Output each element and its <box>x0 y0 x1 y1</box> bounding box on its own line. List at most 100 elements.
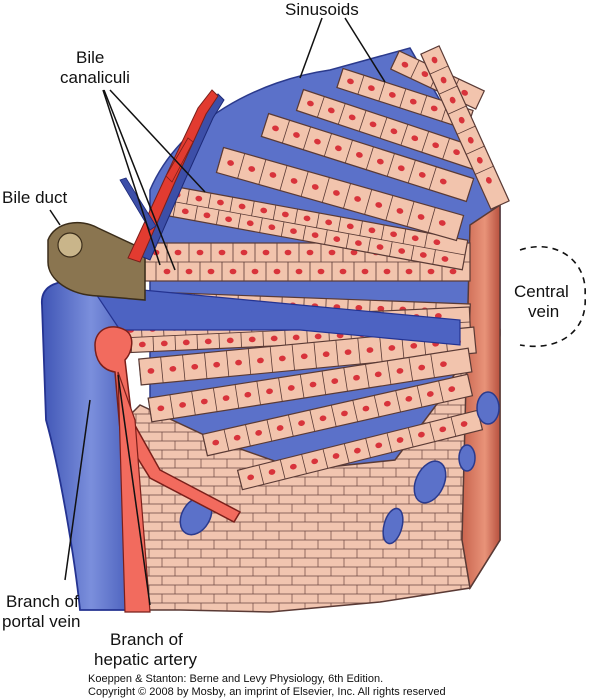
cell-wall <box>299 374 305 399</box>
hepatocyte-nucleus <box>191 363 199 370</box>
cell-wall <box>430 353 435 378</box>
hepatocyte-nucleus <box>260 207 268 214</box>
cell-wall <box>429 65 449 75</box>
hepatocyte-nucleus <box>233 434 241 441</box>
label-sinusoids: Sinusoids <box>285 0 359 19</box>
small-venule-branch <box>119 177 157 231</box>
cell-wall <box>182 354 186 381</box>
hepatocyte-nucleus <box>257 357 264 364</box>
cell-wall <box>365 438 371 458</box>
hepatocyte-nucleus <box>311 232 319 238</box>
hepatocyte-nucleus <box>419 252 427 258</box>
cell-wall <box>379 336 383 362</box>
hepatocyte-nucleus <box>355 240 362 246</box>
hepatocyte-nucleus <box>332 453 340 459</box>
cell-wall <box>395 390 401 413</box>
hepatocyte-nucleus <box>212 439 220 446</box>
hepatocyte-nucleus <box>346 223 354 230</box>
hepatocyte-nucleus <box>226 337 234 344</box>
hepatocyte-nucleus <box>269 172 277 178</box>
cell-wall <box>321 177 330 203</box>
hepatocyte-nucleus <box>248 166 256 172</box>
cell-wall <box>262 331 264 347</box>
bile-duct-lumen <box>57 232 83 258</box>
cell-wall <box>258 464 265 485</box>
hepatocyte-nucleus <box>375 202 383 208</box>
cell-wall <box>400 124 409 146</box>
cell-wall <box>172 201 177 217</box>
hepatocyte-nucleus <box>417 214 425 220</box>
cell-wall <box>442 138 450 160</box>
cell-wall <box>300 171 309 197</box>
hepatocyte-nucleus <box>369 121 377 128</box>
hepatocyte-nucleus <box>222 395 230 401</box>
cell-wall <box>343 443 350 464</box>
hepatocyte-nucleus <box>476 156 483 164</box>
cell-wall <box>237 470 243 490</box>
cell-wall <box>302 126 311 150</box>
hepatocyte-nucleus <box>255 430 263 436</box>
hepatocyte-nucleus <box>333 236 341 242</box>
cell-wall <box>288 414 294 437</box>
hepatocyte-nucleus <box>268 224 276 231</box>
cell-wall <box>247 348 252 375</box>
sinusoid-opening <box>382 507 404 545</box>
cell-wall <box>323 133 332 157</box>
hepatocyte-nucleus <box>217 199 224 206</box>
hepatocyte-nucleus <box>418 172 426 178</box>
hepatocyte-nucleus <box>247 474 255 481</box>
label-hepatic-artery-line1: Branch of <box>110 630 183 649</box>
cell-wall <box>266 419 273 442</box>
sinusoids-leader <box>344 17 386 83</box>
cell-wall <box>258 159 267 185</box>
label-central-vein-line2: vein <box>528 302 560 321</box>
hepatocyte-nucleus <box>325 219 333 226</box>
hepatocyte-nucleus <box>347 78 354 85</box>
cell-wall <box>420 95 428 115</box>
hepatocyte-nucleus <box>376 158 384 165</box>
cell-wall <box>207 193 212 209</box>
hepatocyte-nucleus <box>467 136 474 144</box>
hepatocyte-nucleus <box>426 391 434 397</box>
hepatocyte-nucleus <box>440 76 447 84</box>
hepatocyte-nucleus <box>293 132 300 138</box>
cell-wall <box>408 357 414 382</box>
hepatocyte-nucleus <box>278 355 286 362</box>
hepatocyte-nucleus <box>276 425 284 431</box>
cell-wall <box>343 183 351 209</box>
cell-wall <box>386 432 393 453</box>
cell-wall <box>386 360 392 385</box>
hepatocyte-nucleus <box>356 152 363 158</box>
cell-wall <box>357 338 361 365</box>
cell-wall <box>216 147 224 173</box>
cell-wall <box>367 237 371 253</box>
hepatocyte-nucleus <box>268 469 276 475</box>
hepatocyte-nucleus <box>251 268 259 275</box>
hepatocyte-nucleus <box>225 216 232 223</box>
hepatocyte-nucleus <box>311 184 319 190</box>
label-bile-duct: Bile duct <box>2 188 68 207</box>
cell-wall <box>225 350 230 377</box>
hepatocyte-nucleus <box>432 142 440 149</box>
hepatocyte-nucleus <box>353 374 360 381</box>
label-central-vein-line1: Central <box>514 282 569 301</box>
cell-wall <box>429 422 435 442</box>
cell-wall <box>194 205 198 221</box>
hepatocyte-nucleus <box>203 212 211 219</box>
hepatocyte-nucleus <box>281 211 289 218</box>
cell-wall <box>364 189 373 215</box>
hepatocyte-nucleus <box>354 447 361 454</box>
hepatocyte-nucleus <box>418 431 425 438</box>
hepatocyte-nucleus <box>284 249 292 256</box>
hepatocyte-nucleus <box>181 208 189 215</box>
cell-wall <box>407 159 416 184</box>
cell-wall <box>450 416 457 437</box>
hepatocyte-nucleus <box>461 89 468 96</box>
cell-wall <box>352 400 359 422</box>
hepatocyte-nucleus <box>229 268 237 275</box>
hepatocyte-nucleus <box>397 165 405 172</box>
hepatocyte-nucleus <box>240 249 248 256</box>
cell-wall <box>386 153 395 177</box>
hepatocyte-nucleus <box>348 114 356 121</box>
hepatocyte-nucleus <box>431 56 438 64</box>
